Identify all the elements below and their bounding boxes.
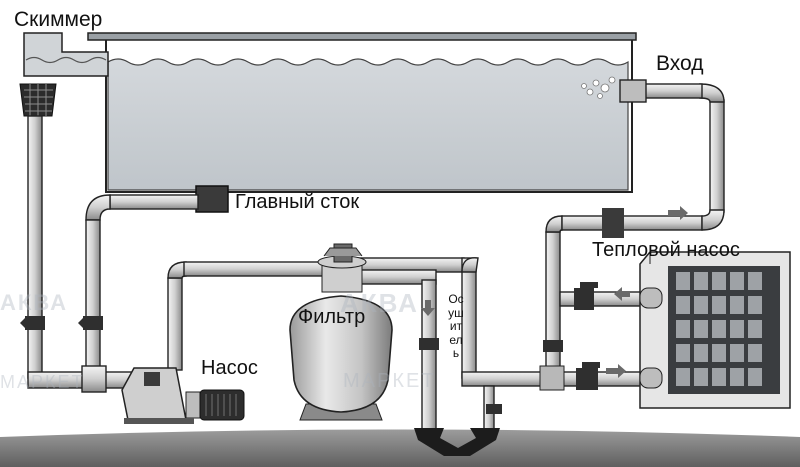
- pump: [121, 367, 245, 424]
- heat-pump-label: Тепловой насос: [592, 239, 740, 261]
- main-drain-icon: [195, 185, 229, 213]
- sand-filter-icon: [289, 243, 393, 421]
- sewer-drain-icon: [414, 428, 500, 456]
- watermark-top-left: АКВА: [0, 290, 68, 315]
- pipework: [27, 79, 725, 431]
- heat-pump: [639, 251, 791, 409]
- ground: [0, 429, 800, 467]
- pool: [87, 32, 637, 193]
- filter-label: Фильтр: [298, 306, 366, 328]
- skimmer-basket-icon: [19, 83, 57, 117]
- pump-motor-icon: [199, 389, 245, 421]
- watermark-bottom: МАРКЕТ: [343, 370, 436, 392]
- ball-valve-icon: [20, 208, 624, 414]
- inlet-bubbles: [581, 76, 616, 99]
- heat-pump-fan-grid-icon: [668, 266, 780, 394]
- inlet-label: Вход: [656, 52, 704, 75]
- skimmer-label: Скиммер: [14, 8, 103, 31]
- flow-arrow-icon: [421, 206, 688, 378]
- main-drain-label: Главный сток: [235, 191, 360, 213]
- pool-water: [107, 58, 629, 191]
- dryer-label: Осушитель: [448, 292, 464, 360]
- watermark-bottom-left: МАРКЕТ: [0, 372, 85, 392]
- pump-label: Насос: [201, 357, 258, 379]
- watermark-top: АКВА: [340, 288, 419, 318]
- skimmer: [19, 32, 109, 117]
